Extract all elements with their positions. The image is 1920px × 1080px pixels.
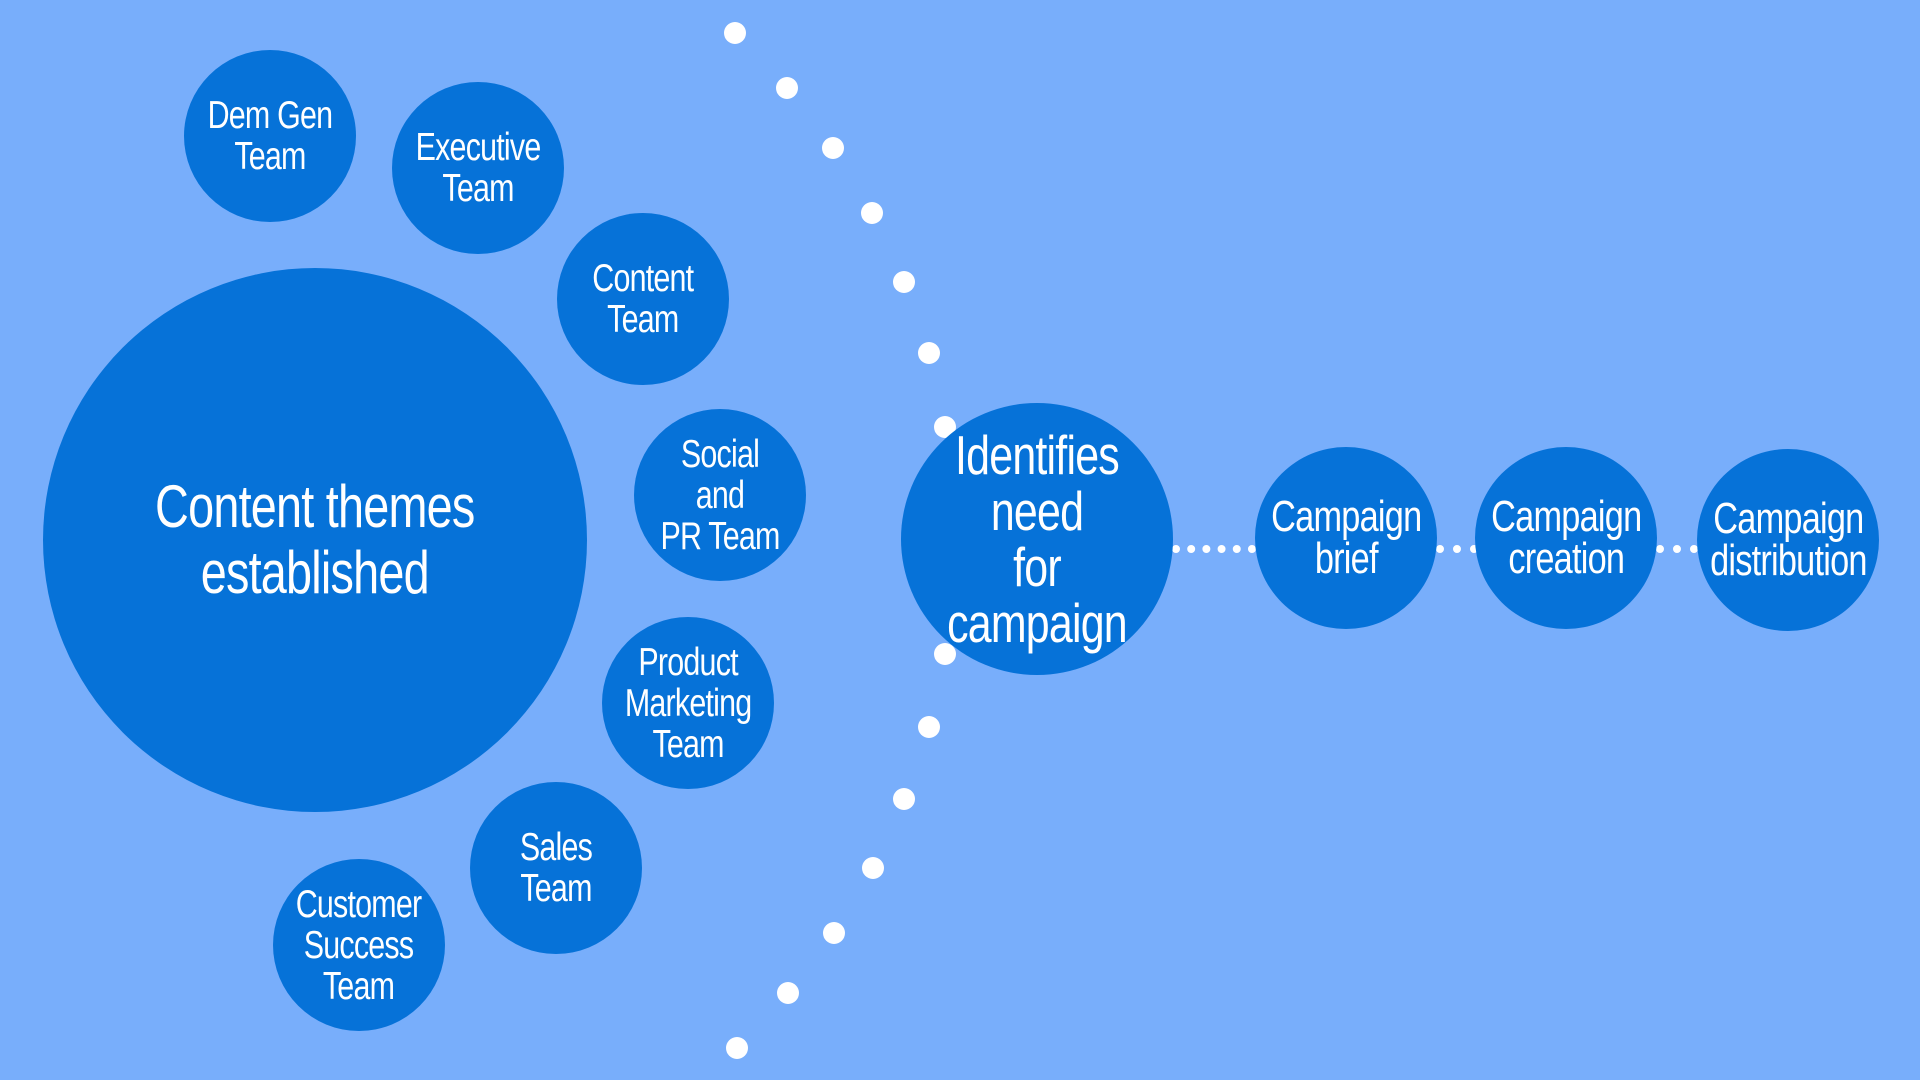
main-node-label: Content themes established <box>155 473 475 606</box>
team-node-dem-gen: Dem Gen Team <box>184 50 356 222</box>
arc-dot <box>777 982 799 1004</box>
team-node-label: Content Team <box>592 257 694 341</box>
step-node-label: Campaign creation <box>1490 492 1642 583</box>
hub-node-label: Identifies need for campaign <box>947 424 1128 654</box>
arc-dot <box>918 716 940 738</box>
arc-dot <box>776 77 798 99</box>
connector-brief-to-creation <box>1436 545 1478 553</box>
step-node-label: Campaign brief <box>1270 492 1422 583</box>
step-node-campaign-creation: Campaign creation <box>1475 447 1657 629</box>
connector-creation-to-distribution <box>1656 545 1698 553</box>
arc-dot <box>893 271 915 293</box>
team-node-sales: Sales Team <box>470 782 642 954</box>
arc-dot <box>893 788 915 810</box>
team-node-customer-success: Customer Success Team <box>273 859 445 1031</box>
team-node-label: Sales Team <box>519 826 593 910</box>
team-node-executive: Executive Team <box>392 82 564 254</box>
arc-dot <box>724 22 746 44</box>
team-node-product-marketing: Product Marketing Team <box>602 617 774 789</box>
arc-dot <box>861 202 883 224</box>
arc-dot <box>823 922 845 944</box>
team-node-label: Social and PR Team <box>660 432 780 558</box>
team-node-label: Executive Team <box>415 126 542 210</box>
connector-hub-to-brief <box>1172 545 1256 553</box>
team-node-label: Customer Success Team <box>296 882 422 1008</box>
team-node-label: Dem Gen Team <box>207 94 334 178</box>
team-node-social-pr: Social and PR Team <box>634 409 806 581</box>
main-node-content-themes: Content themes established <box>43 268 587 812</box>
arc-dot <box>862 857 884 879</box>
arc-dot <box>726 1037 748 1059</box>
step-node-label: Campaign distribution <box>1709 494 1867 585</box>
arc-dot <box>822 137 844 159</box>
step-node-campaign-distribution: Campaign distribution <box>1697 449 1879 631</box>
step-node-campaign-brief: Campaign brief <box>1255 447 1437 629</box>
team-node-label: Product Marketing Team <box>624 640 752 766</box>
arc-dot <box>934 643 956 665</box>
arc-dot <box>918 342 940 364</box>
team-node-content: Content Team <box>557 213 729 385</box>
hub-node-identifies-need: Identifies need for campaign <box>901 403 1173 675</box>
